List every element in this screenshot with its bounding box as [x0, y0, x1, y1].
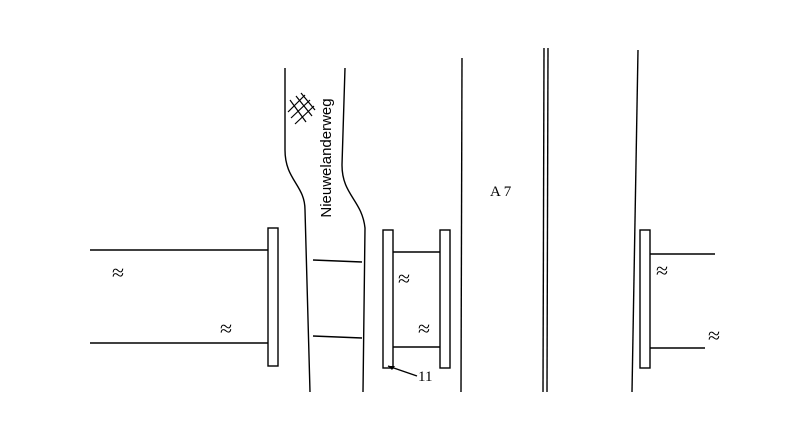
road-crossing-line-bottom	[312, 335, 363, 339]
right-sheet-pile-wall	[639, 229, 651, 369]
water-mark-icon: ≈	[398, 266, 410, 291]
highway-label: A 7	[490, 184, 512, 200]
water-mark-icon: ≈	[112, 260, 124, 285]
water-mark-icon: ≈	[220, 316, 232, 341]
highway-left-edge	[460, 57, 463, 393]
road-label: Nieuwelanderweg	[318, 98, 335, 217]
road-crossing-line-top	[312, 259, 363, 263]
reference-number: 11	[418, 369, 432, 385]
highway-right-edge	[631, 49, 639, 393]
road-right-edge	[341, 67, 366, 393]
hatched-area-icon	[287, 92, 316, 125]
water-mark-icon: ≈	[708, 323, 720, 348]
reference-arrow-icon	[388, 366, 395, 370]
middle-left-sheet-pile-wall	[382, 229, 394, 369]
left-sheet-pile-wall	[267, 227, 279, 367]
middle-right-sheet-pile-wall	[439, 229, 451, 369]
road-left-edge	[284, 68, 311, 393]
highway-median-line-2	[546, 47, 549, 393]
water-mark-icon: ≈	[418, 316, 430, 341]
water-mark-icon: ≈	[656, 258, 668, 283]
highway-median-line-1	[542, 47, 545, 393]
